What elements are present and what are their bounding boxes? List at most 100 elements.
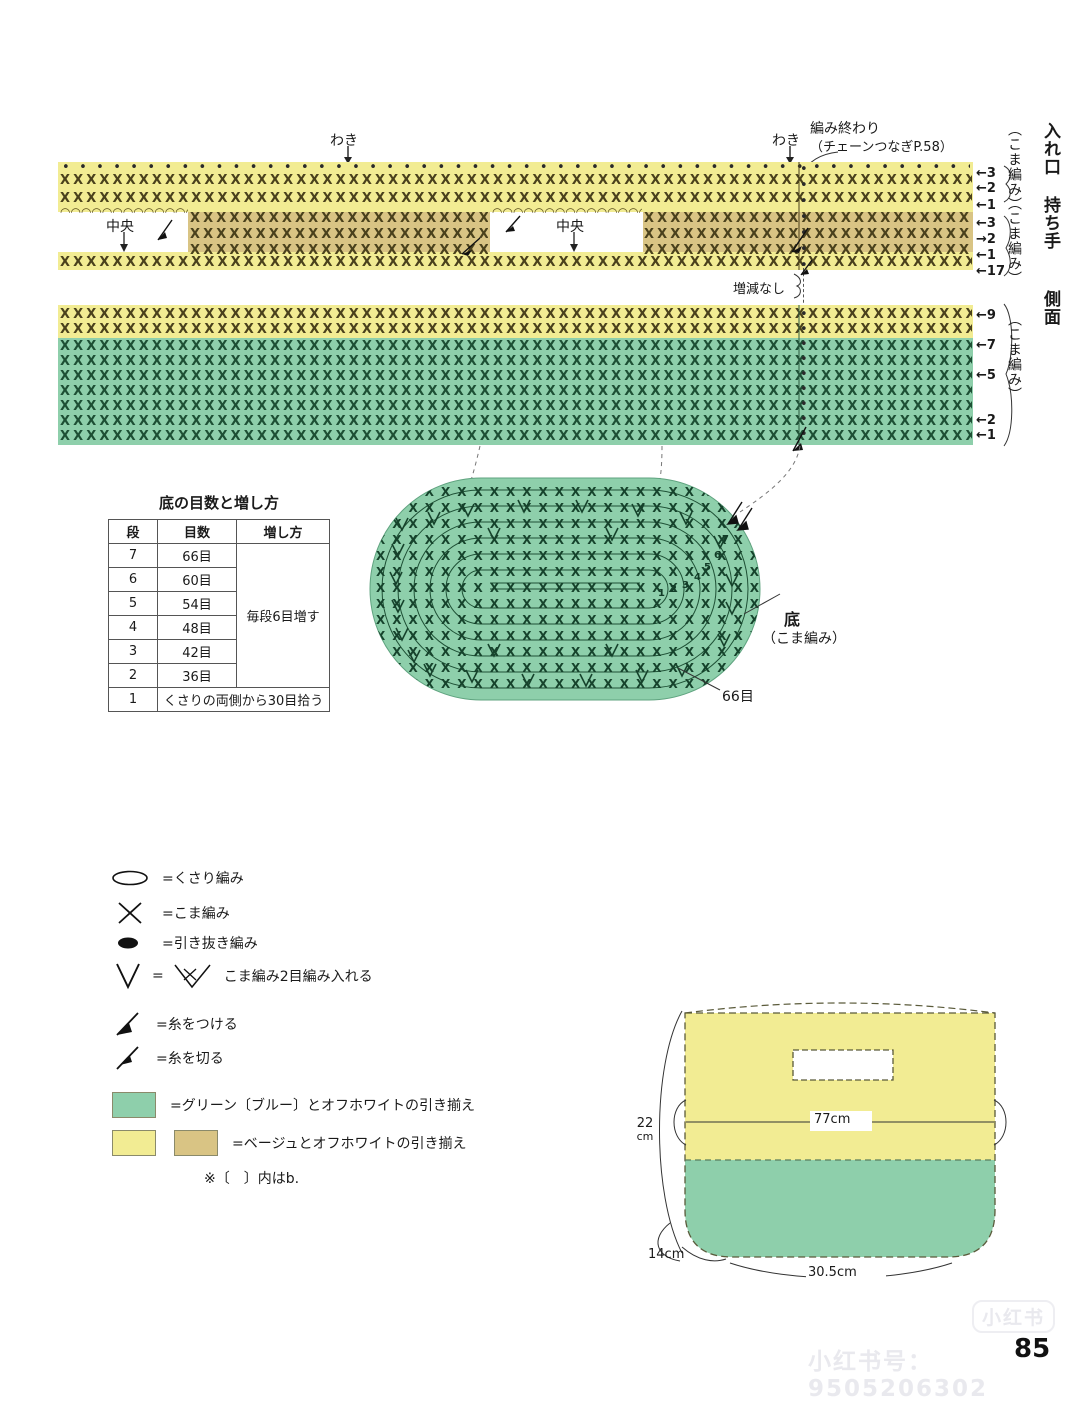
side-row-mark-0: ←9 [976,308,996,323]
two-sc-in-one-icon [116,963,140,990]
round-number-7: 7 [722,534,729,545]
legend-text-slip: =引き抜き編み [162,936,258,952]
top-row-2: XXXXXXXXXXXXXXXXXXXXXXXXXXXXXXXXXXXXXXXX… [60,192,972,205]
waki-label-left: わき [330,133,358,149]
top-chart-row-marks: ←3 ←2 ←1 ←3 →2 ←1 ←17 [976,166,1020,279]
handle-row-2-segB: XXXXXXXXXXXXXXXXXXXXXXXXXXXXXXXXXXXXXX [644,228,972,241]
top-row-mark-2: ←1 [976,198,996,213]
cell-row1-text: くさりの両側から30目拾う [157,687,330,712]
group-label-sokumen-sub: （こま編み） [1006,312,1022,402]
top-chart-brackets [1003,165,1011,277]
legend-color-beige: =ベージュとオフホワイトの引き揃え [112,1130,466,1156]
legend-item-slip: =引き抜き編み [110,932,258,954]
svg-text:XXXXXXXXXXXXXXXXXXXXXXXXXXXXXX: XXXXXXXXXXXXXXXXXXXXXXXXXXXXXXXXXXXXX [376,677,977,691]
side-row-7: XXXXXXXXXXXXXXXXXXXXXXXXXXXXXXXXXXXXXXXX… [60,340,972,353]
table-row-first: 1 くさりの両側から30目拾う [108,687,330,712]
round-number-2: 2 [670,584,677,595]
top-row-mark-6: ←17 [976,264,1005,279]
center-label-right: 中央 [556,219,584,235]
side-row-1: XXXXXXXXXXXXXXXXXXXXXXXXXXXXXXXXXXXXXXXX… [60,430,972,443]
handle-chain-row-left: ◠◠◠◠◠◠◠◠◠◠◠◠◠◠◠◠◠◠◠◠◠◠◠◠ [60,208,188,217]
legend-text-two-sc: こま編み2目編み入れる [223,969,373,985]
group-label-irekuchi-sub: （こま編み） [1006,122,1022,212]
cut-yarn-icon-seam [791,227,809,253]
top-chart-panel: ••••••••••••••••••••••••••••••••••••••••… [58,162,973,270]
round-number-1: 1 [658,588,665,599]
table-row: 5 54目 [108,591,330,616]
cell-mekazu: 48目 [157,615,237,640]
side-row-mark-4: ←1 [976,428,996,443]
join-yarn-icon-no-increase [800,259,813,276]
side-panel-green-field [58,338,973,445]
table-header-row: 段 目数 増し方 [108,519,330,544]
handle-row-2-segA: XXXXXXXXXXXXXXXXXXXXXXXXXXXXXXXXXX [190,228,488,241]
end-of-work-label-line1: 編み終わり [810,121,880,137]
svg-text:XXXXXXXXXXXXXXXXXXXXXXXXXXXXXX: XXXXXXXXXXXXXXXXXXXXXXXXXXXXXXXXXXXXX [376,565,977,579]
base-label: 底 [784,610,801,629]
join-yarn-icon-side-bottom [792,426,807,452]
header-dan: 段 [108,519,158,544]
two-sc-in-one-expanded-icon [174,964,211,989]
center-label-left: 中央 [106,219,134,235]
legend-item-chain: =くさり編み [110,868,244,888]
side-panel-seam-line [798,305,800,445]
cut-yarn-icon [116,1046,139,1070]
top-row-mark-5: ←1 [976,248,996,263]
handle-row-1-segB: XXXXXXXXXXXXXXXXXXXXXXXXXXXXXXXXXXXXXX [644,244,972,257]
header-mekazu: 目数 [157,519,237,544]
svg-text:XXXXXXXXXXXXXXXXXXXXXXXXXXXXXX: XXXXXXXXXXXXXXXXXXXXXXXXXXXXXXXXXXXXX [376,517,977,531]
side-panel-yellow-band [58,305,973,338]
dim-width-77: 77cm [814,1112,851,1127]
legend-text-beige: =ベージュとオフホワイトの引き揃え [232,1136,467,1152]
svg-text:XXXXXXXXXXXXXXXXXXXXXXXXXXXXXX: XXXXXXXXXXXXXXXXXXXXXXXXXXXXXXXXXXXXX [376,613,977,627]
counts-table-block: 底の目数と増し方 段 目数 増し方 7 66目 毎段6目増す 6 60目 5 5… [108,492,330,712]
handle-opening-right [490,212,643,252]
handle-row-3-segB: XXXXXXXXXXXXXXXXXXXXXXXXXXXXXXXXXXXXXX [644,212,972,225]
top-row-mark-1: ←2 [976,181,996,196]
side-row-2: XXXXXXXXXXXXXXXXXXXXXXXXXXXXXXXXXXXXXXXX… [60,415,972,428]
side-row-9: XXXXXXXXXXXXXXXXXXXXXXXXXXXXXXXXXXXXXXXX… [60,308,972,321]
base-label-leader [743,593,781,615]
waki-arrow-right [786,146,794,164]
no-increase-label: 増減なし [733,282,786,297]
dim-depth-14: 14cm [648,1247,685,1262]
handle-chain-row-right: ◠◠◠◠◠◠◠◠◠◠◠◠◠◠◠◠◠◠◠◠◠◠◠◠◠◠◠ [492,208,642,217]
no-increase-bracket [793,273,801,299]
legend-color-green: =グリーン〔ブルー〕とオフホワイトの引き揃え [112,1092,475,1118]
side-chart-row-marks: ←9 ←7 ←5 ←2 ←1 [976,308,1020,443]
cell-mekazu: 66目 [157,543,237,568]
cell-dan: 2 [108,663,158,688]
side-row-5: XXXXXXXXXXXXXXXXXXXXXXXXXXXXXXXXXXXXXXXX… [60,370,972,383]
top-row-mark-0: ←3 [976,166,996,181]
legend-text-chain: =くさり編み [162,871,244,887]
cell-dan: 5 [108,591,158,616]
svg-text:XXXXXXXXXXXXXXXXXXXXXXXXXXXXXX: XXXXXXXXXXXXXXXXXXXXXXXXXXXXXXXXXXXXX [376,661,977,675]
round-number-5: 5 [704,562,711,573]
round-number-6: 6 [714,550,721,561]
waki-label-right: わき [772,133,800,149]
slip-stitch-icon [118,937,138,949]
top-row-mark-4: →2 [976,232,996,247]
svg-text:XXXXXXXXXXXXXXXXXXXXXXXXXXXXXX: XXXXXXXXXXXXXXXXXXXXXXXXXXXXXXXXXXXXX [376,549,977,563]
round-number-4: 4 [694,572,701,583]
base-oval-diagram: XXXXXXXXXXXXXXXXXXXXXXXXXXXXXXXXXXXXX XX… [369,477,761,701]
end-of-work-label-line2: （チェーンつなぎP.58） [810,140,953,155]
counts-table: 段 目数 増し方 7 66目 毎段6目増す 6 60目 5 54目 4 48目 … [108,519,330,712]
handle-row-1-segA: XXXXXXXXXXXXXXXXXXXXXXXXXXXXXXXXXX [190,244,488,257]
legend-text-green: =グリーン〔ブルー〕とオフホワイトの引き揃え [170,1098,476,1114]
group-label-mochite-sub: （こま編み） [1006,196,1022,286]
svg-text:XXXXXXXXXXXXXXXXXXXXXXXXXXXXXX: XXXXXXXXXXXXXXXXXXXXXXXXXXXXXXXXXXXXX [376,533,977,547]
waki-arrow-left [344,146,352,164]
chain-stitch-icon [112,870,148,886]
color-swatch-tan [174,1130,218,1156]
top-row-17: XXXXXXXXXXXXXXXXXXXXXXXXXXXXXXXXXXXXXXXX… [60,256,972,269]
side-row-6: XXXXXXXXXXXXXXXXXXXXXXXXXXXXXXXXXXXXXXXX… [60,355,972,368]
cell-mekazu: 54目 [157,591,237,616]
center-arrow-left [120,232,128,252]
header-mashikata: 増し方 [236,519,330,544]
legend-text-cut-yarn: =糸を切る [156,1051,224,1067]
color-swatch-green [112,1092,156,1118]
dim-bottom-width-30-5: 30.5cm [808,1265,857,1280]
